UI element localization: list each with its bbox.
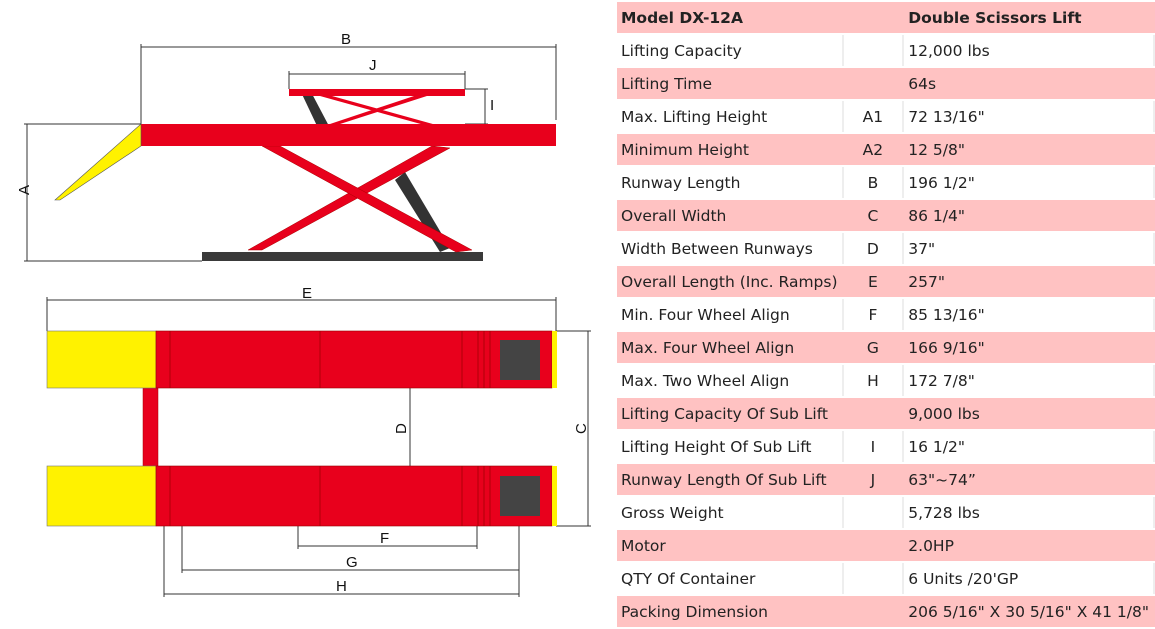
spec-value: 16 1/2" <box>903 430 1155 464</box>
spec-name: Motor <box>617 529 844 563</box>
spec-value: 9,000 lbs <box>903 397 1155 431</box>
spec-value: 166 9/16" <box>903 331 1155 365</box>
spec-code: G <box>842 331 905 365</box>
spec-value: 206 5/16" X 30 5/16" X 41 1/8" <box>903 595 1155 629</box>
spec-code: E <box>842 265 905 299</box>
spec-name: Overall Length (Inc. Ramps) <box>617 265 844 299</box>
spec-name: Lifting Capacity Of Sub Lift <box>617 397 844 431</box>
dim-label-h: H <box>336 578 347 595</box>
spec-value: 63"~74” <box>903 463 1155 497</box>
spec-value: 12 5/8" <box>903 133 1155 167</box>
dim-label-j: J <box>369 57 377 74</box>
model-name: Model DX-12A <box>617 2 844 35</box>
spec-value: 2.0HP <box>903 529 1155 563</box>
spec-name: Min. Four Wheel Align <box>617 298 844 332</box>
spec-code: H <box>842 364 905 398</box>
spec-code <box>842 67 905 101</box>
spec-value: 5,728 lbs <box>903 496 1155 530</box>
runway-bottom <box>46 465 557 527</box>
spec-code <box>842 595 905 629</box>
ramp <box>54 123 142 201</box>
table-row: QTY Of Container 6 Units /20'GP <box>617 562 1155 596</box>
lift-diagram: B J I A E D C F G H <box>16 31 591 597</box>
spec-name: QTY Of Container <box>617 562 844 596</box>
base-plate <box>202 252 483 261</box>
spec-name: Overall Width <box>617 199 844 233</box>
dim-label-f: F <box>380 530 389 547</box>
model-type: Double Scissors Lift <box>903 2 1155 35</box>
spec-name: Max. Lifting Height <box>617 100 844 134</box>
spec-name: Gross Weight <box>617 496 844 530</box>
table-row: Motor 2.0HP <box>617 529 1155 563</box>
spec-name: Max. Four Wheel Align <box>617 331 844 365</box>
spec-code <box>842 562 905 596</box>
dim-label-d: D <box>393 423 410 434</box>
spec-value: 64s <box>903 67 1155 101</box>
spec-name: Lifting Height Of Sub Lift <box>617 430 844 464</box>
spec-value: 85 13/16" <box>903 298 1155 332</box>
spec-code: F <box>842 298 905 332</box>
spec-value: 37" <box>903 232 1155 266</box>
dim-label-g: G <box>346 554 358 571</box>
spec-value: 12,000 lbs <box>903 34 1155 68</box>
turntable <box>500 476 540 516</box>
table-row: Gross Weight 5,728 lbs <box>617 496 1155 530</box>
turntable <box>500 340 540 380</box>
spec-code <box>842 397 905 431</box>
spec-name: Max. Two Wheel Align <box>617 364 844 398</box>
runway-top <box>46 330 557 389</box>
table-row: Lifting Capacity 12,000 lbs <box>617 34 1155 68</box>
spec-code: A2 <box>842 133 905 167</box>
table-row: Lifting Capacity Of Sub Lift 9,000 lbs <box>617 397 1155 431</box>
spec-name: Runway Length <box>617 166 844 200</box>
spec-code <box>842 496 905 530</box>
spec-code: C <box>842 199 905 233</box>
spec-name: Runway Length Of Sub Lift <box>617 463 844 497</box>
dim-label-b: B <box>341 31 351 48</box>
spec-name: Width Between Runways <box>617 232 844 266</box>
main-platform <box>141 124 556 146</box>
side-view: B J I A <box>16 31 557 262</box>
spec-code <box>842 529 905 563</box>
dim-label-a: A <box>16 185 33 195</box>
table-row: Lifting Time 64s <box>617 67 1155 101</box>
spec-name: Packing Dimension <box>617 595 844 629</box>
dim-label-c: C <box>573 423 590 434</box>
spec-name: Lifting Time <box>617 67 844 101</box>
dim-label-e: E <box>302 285 312 302</box>
spec-code: A1 <box>842 100 905 134</box>
sub-lift-platform <box>289 89 465 96</box>
spec-value: 86 1/4" <box>903 199 1155 233</box>
spec-name: Lifting Capacity <box>617 34 844 68</box>
table-row: Packing Dimension 206 5/16" X 30 5/16" X … <box>617 595 1155 629</box>
spec-value: 6 Units /20'GP <box>903 562 1155 596</box>
spec-name: Minimum Height <box>617 133 844 167</box>
spec-code: J <box>842 463 905 497</box>
spec-value: 72 13/16" <box>903 100 1155 134</box>
spec-value: 172 7/8" <box>903 364 1155 398</box>
spec-table: Model DX-12A Double Scissors Lift Liftin… <box>617 2 1155 629</box>
spec-value: 196 1/2" <box>903 166 1155 200</box>
top-view: E D C F G H <box>46 285 591 597</box>
table-header-row: Model DX-12A Double Scissors Lift <box>617 2 1155 35</box>
spec-code: I <box>842 430 905 464</box>
header-code <box>842 2 905 35</box>
spec-code: B <box>842 166 905 200</box>
spec-value: 257" <box>903 265 1155 299</box>
spec-code: D <box>842 232 905 266</box>
spec-code <box>842 34 905 68</box>
dim-label-i: I <box>490 97 494 114</box>
